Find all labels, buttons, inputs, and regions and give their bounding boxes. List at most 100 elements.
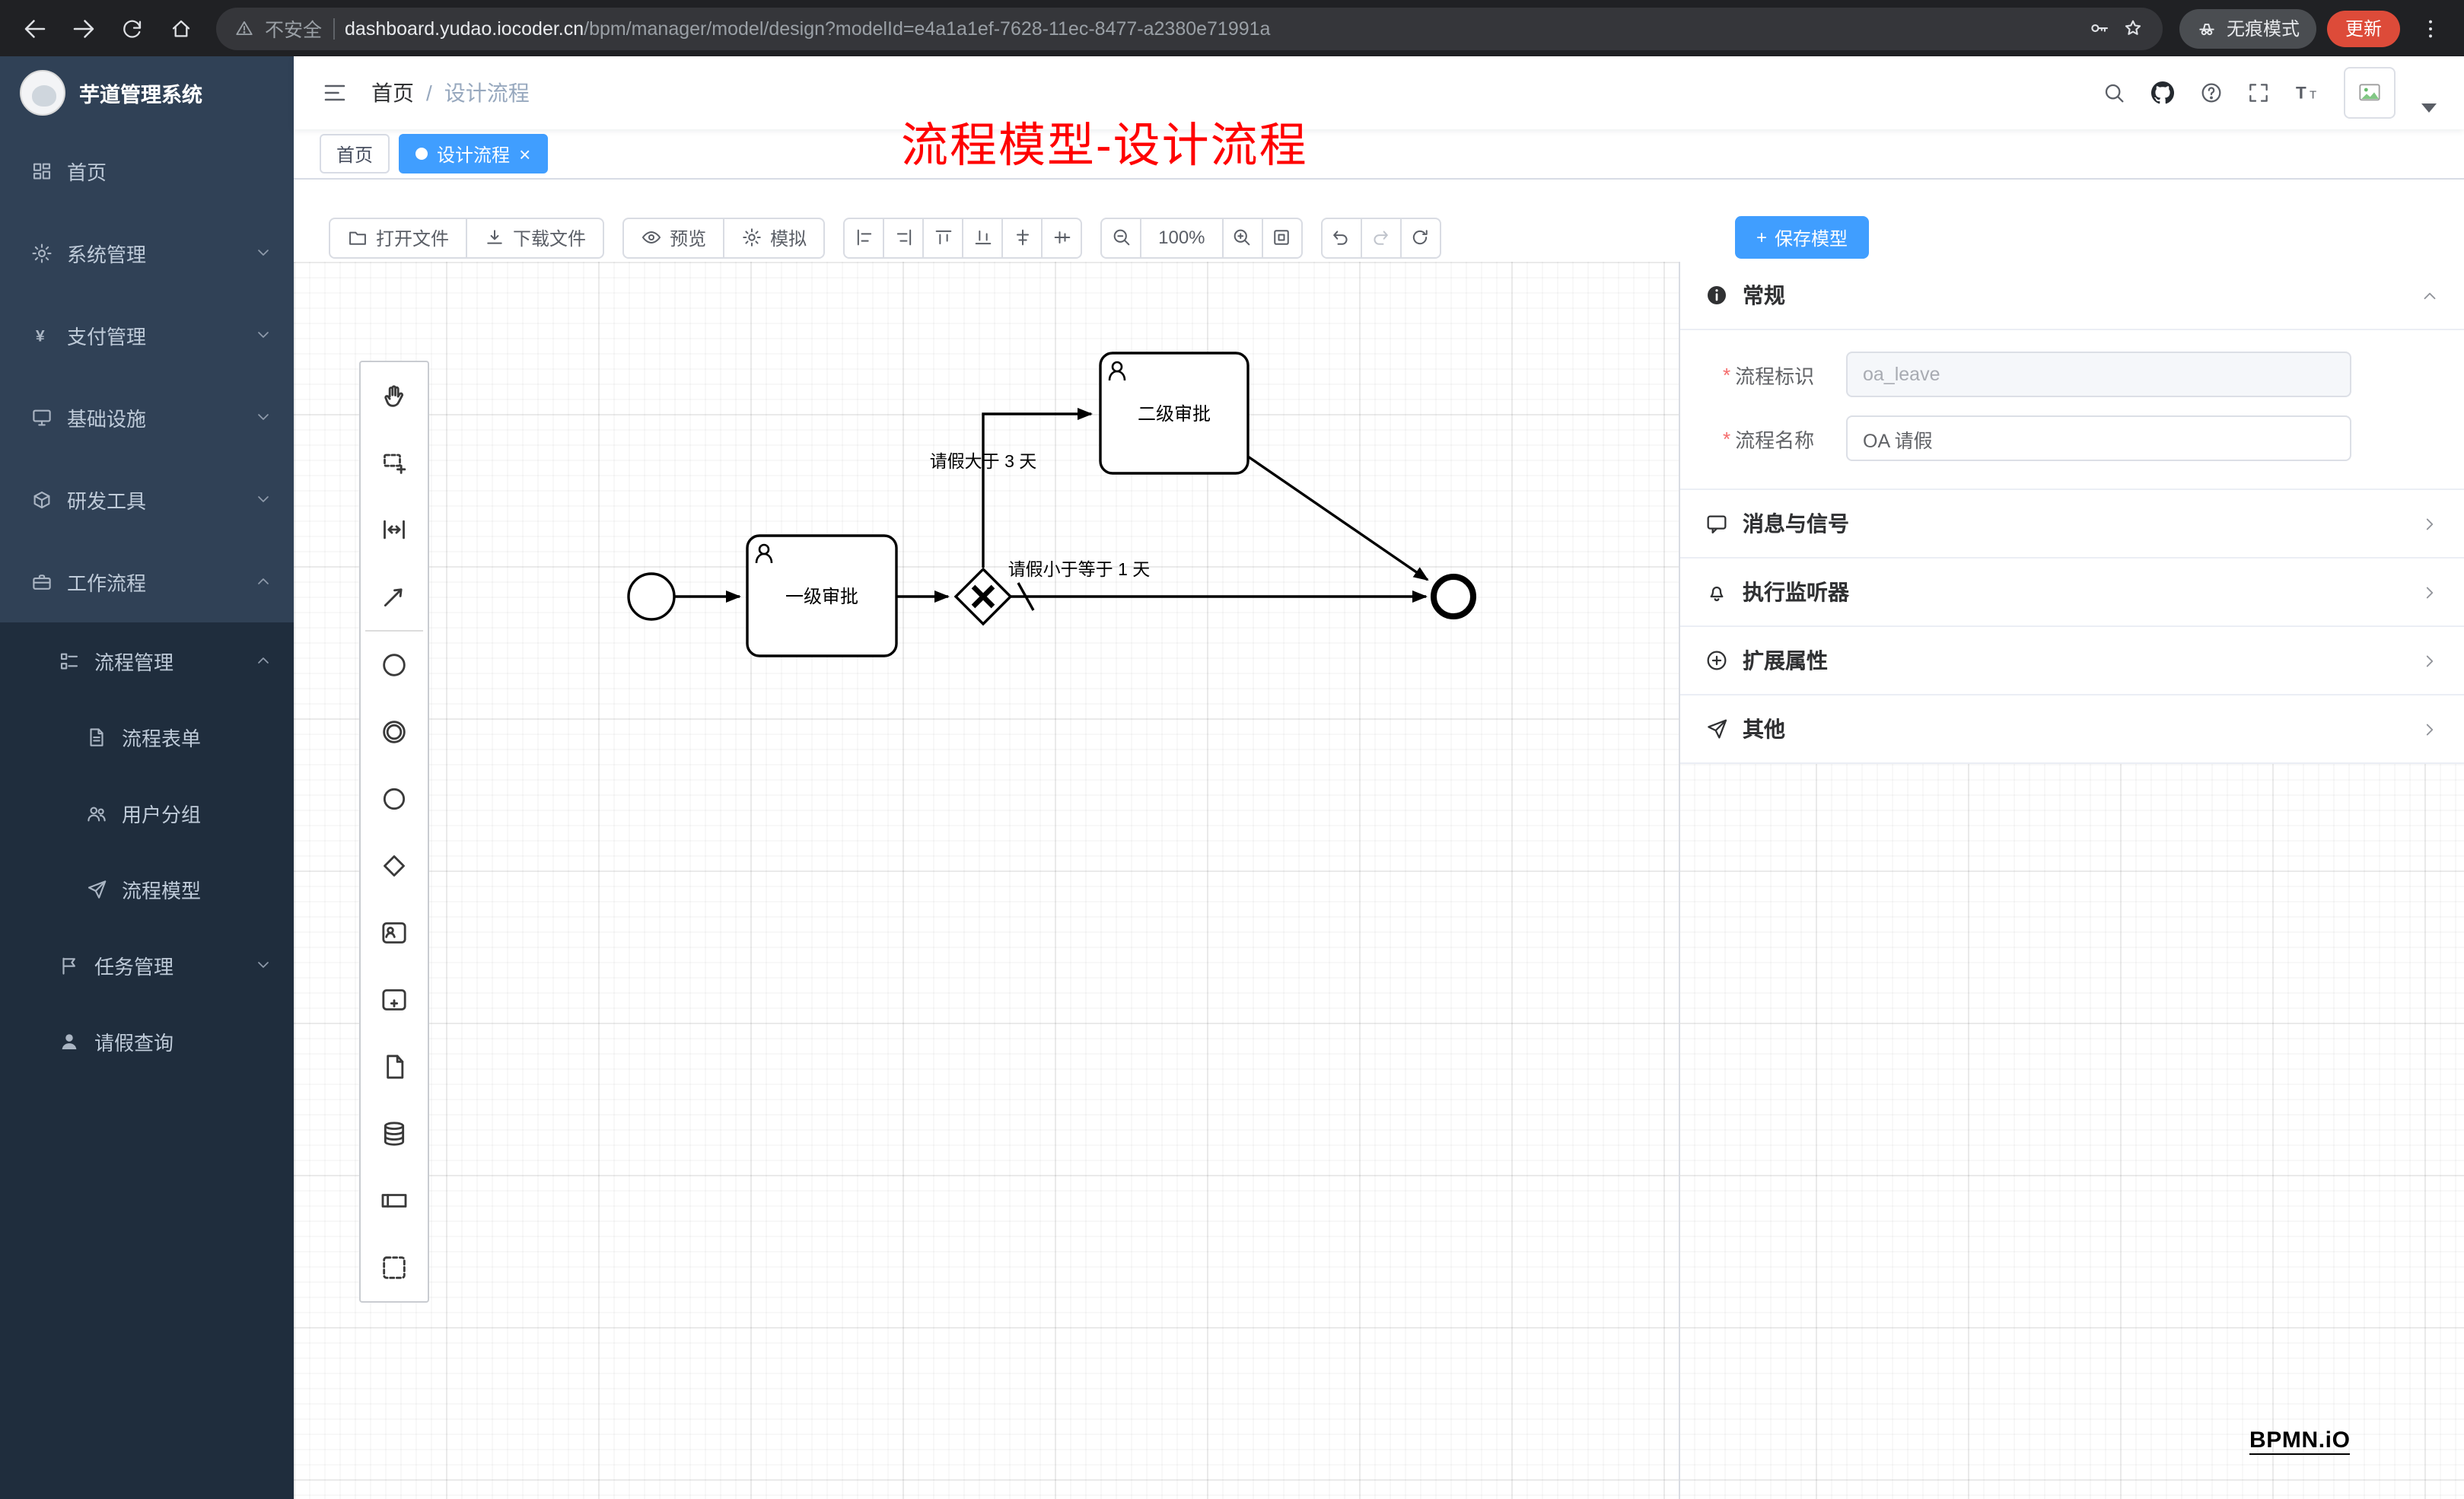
section-other[interactable]: 其他 <box>1680 694 2464 762</box>
undo-button[interactable] <box>1320 217 1362 258</box>
breadcrumb-home[interactable]: 首页 <box>371 81 414 105</box>
create-start-event[interactable] <box>361 632 428 699</box>
start-event[interactable] <box>627 572 676 621</box>
user-task-1[interactable] <box>746 534 898 657</box>
url-text: dashboard.yudao.iocoder.cn/bpm/manager/m… <box>345 18 2077 39</box>
incognito-badge: 无痕模式 <box>2179 8 2316 48</box>
end-event[interactable] <box>1431 574 1476 619</box>
align-top-button[interactable] <box>922 217 964 258</box>
create-user-task[interactable] <box>361 899 428 966</box>
sidebar-item-system[interactable]: 系统管理 <box>0 212 294 294</box>
sidebar-item-devtools[interactable]: 研发工具 <box>0 458 294 540</box>
sidebar-item-payment[interactable]: ¥ 支付管理 <box>0 294 294 376</box>
help-icon[interactable] <box>2199 81 2224 105</box>
sequence-flows[interactable] <box>674 408 1429 611</box>
sidebar-item-infra[interactable]: 基础设施 <box>0 376 294 458</box>
align-center-horizontal-button[interactable] <box>1001 217 1043 258</box>
avatar[interactable] <box>2344 67 2396 119</box>
chevron-up-icon <box>254 572 272 590</box>
sidebar-item-leave-query[interactable]: 请假查询 <box>0 1003 294 1079</box>
simulate-button[interactable]: 模拟 <box>723 217 826 258</box>
redo-button[interactable] <box>1360 217 1402 258</box>
global-connect-tool[interactable] <box>361 563 428 630</box>
create-group[interactable] <box>361 1234 428 1301</box>
user-task-2[interactable] <box>1099 352 1250 475</box>
create-participant[interactable] <box>361 1167 428 1234</box>
align-left-button[interactable] <box>843 217 885 258</box>
section-messages-signals[interactable]: 消息与信号 <box>1680 489 2464 557</box>
create-intermediate-event[interactable] <box>361 699 428 765</box>
zoom-in-button[interactable] <box>1221 217 1263 258</box>
tags-bar: 首页 设计流程 × <box>294 129 2464 180</box>
bpmn-io-watermark[interactable]: BPMN.iO <box>2249 1427 2351 1455</box>
kebab-menu-icon[interactable] <box>2411 9 2449 47</box>
tab-design-process[interactable]: 设计流程 × <box>399 134 548 173</box>
reload-icon[interactable] <box>113 9 151 47</box>
user-task-2-person-icon <box>1108 361 1126 381</box>
create-subprocess[interactable] <box>361 966 428 1033</box>
space-tool[interactable] <box>361 496 428 563</box>
section-extended-properties[interactable]: 扩展属性 <box>1680 625 2464 694</box>
chevron-down-icon <box>254 956 272 974</box>
sidebar: 芋道管理系统 首页 系统管理 ¥ 支付管理 基础设施 <box>0 56 294 1499</box>
process-name-input[interactable] <box>1846 415 2351 461</box>
address-bar[interactable]: 不安全 dashboard.yudao.iocoder.cn/bpm/manag… <box>216 7 2163 49</box>
preview-label: 预览 <box>670 228 707 249</box>
sidebar-item-process-mgmt[interactable]: 流程管理 <box>0 622 294 699</box>
sidebar-item-process-form[interactable]: 流程表单 <box>0 699 294 775</box>
save-model-button[interactable]: + 保存模型 <box>1734 216 1869 259</box>
flag-icon <box>58 953 81 976</box>
bookmark-star-icon[interactable] <box>2122 17 2144 40</box>
forward-icon[interactable] <box>64 9 102 47</box>
align-center-vertical-button[interactable] <box>1041 217 1083 258</box>
hand-tool[interactable] <box>361 362 428 429</box>
chevron-right-icon <box>2420 514 2440 533</box>
create-data-object[interactable] <box>361 1033 428 1100</box>
tab-home[interactable]: 首页 <box>320 134 390 173</box>
sidebar-item-process-model[interactable]: 流程模型 <box>0 851 294 927</box>
sidebar-item-workflow[interactable]: 工作流程 <box>0 540 294 622</box>
avatar-caret-icon[interactable] <box>2421 103 2437 113</box>
password-key-icon[interactable] <box>2088 17 2111 40</box>
search-icon[interactable] <box>2102 81 2126 105</box>
open-file-button[interactable]: 打开文件 <box>329 217 468 258</box>
tab-close-icon[interactable]: × <box>519 142 531 165</box>
zoom-out-button[interactable] <box>1100 217 1142 258</box>
create-end-event[interactable] <box>361 765 428 832</box>
fold-menu-icon[interactable] <box>321 79 349 107</box>
github-icon[interactable] <box>2149 79 2176 107</box>
lasso-tool[interactable] <box>361 429 428 496</box>
create-data-store[interactable] <box>361 1100 428 1167</box>
bell-icon <box>1705 580 1729 604</box>
sidebar-item-user-group[interactable]: 用户分组 <box>0 775 294 851</box>
flow-task2-to-end[interactable] <box>1247 455 1429 581</box>
create-gateway[interactable] <box>361 832 428 899</box>
preview-button[interactable]: 预览 <box>622 217 725 258</box>
chevron-down-icon <box>254 408 272 426</box>
sidebar-item-home[interactable]: 首页 <box>0 129 294 212</box>
sidebar-item-label: 系统管理 <box>67 243 147 266</box>
annotation-text: 流程模型-设计流程 <box>901 119 1308 172</box>
document-icon <box>85 725 108 748</box>
section-execution-listener[interactable]: 执行监听器 <box>1680 557 2464 625</box>
align-right-button[interactable] <box>883 217 925 258</box>
flow-gateway-to-task2[interactable] <box>982 408 1093 568</box>
fit-viewport-button[interactable] <box>1261 217 1303 258</box>
restart-button[interactable] <box>1399 217 1441 258</box>
back-icon[interactable] <box>15 9 53 47</box>
not-secure-label[interactable]: 不安全 <box>265 20 323 41</box>
align-bottom-button[interactable] <box>962 217 1004 258</box>
process-key-input[interactable] <box>1846 352 2351 397</box>
bpmn-palette <box>359 361 429 1303</box>
sidebar-item-label: 工作流程 <box>67 571 147 594</box>
update-button[interactable]: 更新 <box>2326 10 2400 46</box>
bpmn-diagram[interactable] <box>294 262 1679 1418</box>
palette-divider <box>365 630 423 632</box>
section-general[interactable]: 常规 <box>1680 262 2464 330</box>
fullscreen-icon[interactable] <box>2246 81 2271 105</box>
browser-home-icon[interactable] <box>161 9 199 47</box>
download-file-button[interactable]: 下载文件 <box>466 217 605 258</box>
sidebar-item-task-mgmt[interactable]: 任务管理 <box>0 927 294 1003</box>
designer-toolbar: 打开文件 下载文件 预览 模拟 <box>329 216 1869 259</box>
